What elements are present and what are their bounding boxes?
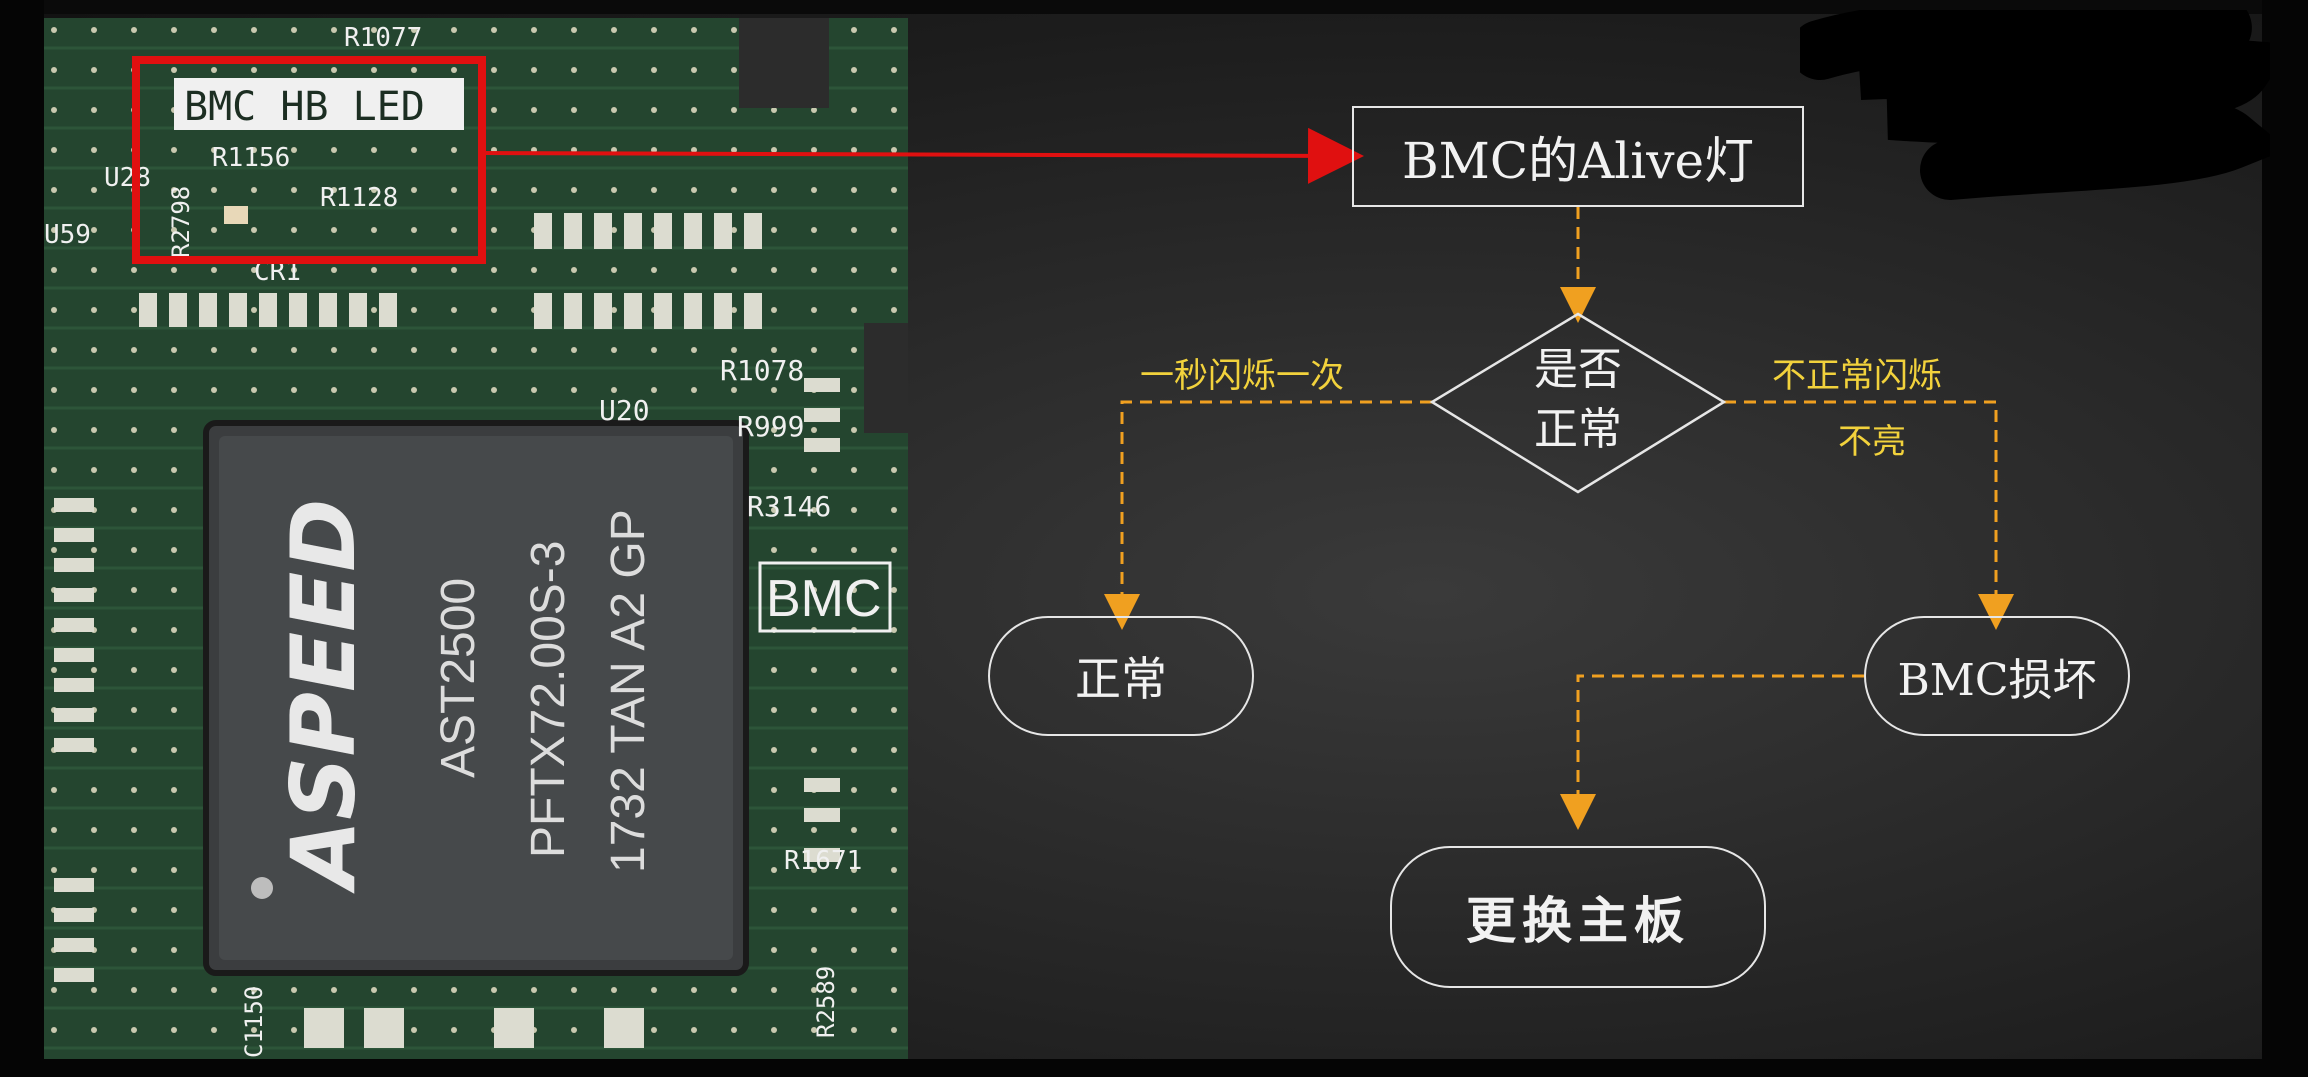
chip-line-2: PFTX72.00S-3 <box>522 541 575 858</box>
node-alive-light-label: BMC的Alive灯 <box>1401 131 1755 190</box>
silk-r1671: R1671 <box>784 846 862 876</box>
silk-u28: U28 <box>104 163 151 193</box>
decision-label-line-2: 正常 <box>1534 404 1622 455</box>
silk-r1078: R1078 <box>720 354 804 387</box>
edge-label-abnormal-blink: 不正常闪烁 <box>1772 356 1942 396</box>
silk-r2798: R2798 <box>167 186 195 258</box>
edge-broken-to-replace <box>1560 674 1864 830</box>
redaction-scribble <box>1800 10 2270 200</box>
silk-hb-led: BMC HB LED <box>184 84 425 130</box>
chip-model: AST2500 <box>432 578 485 778</box>
silk-r1156: R1156 <box>212 143 290 173</box>
silk-c1150: C1150 <box>240 986 268 1058</box>
node-bmc-broken-label: BMC损坏 <box>1897 655 2097 706</box>
pointer-arrow <box>481 127 1364 184</box>
chip-brand: ASPEED <box>272 499 375 894</box>
silk-r2589: R2589 <box>812 966 840 1038</box>
left-letterbox <box>0 0 44 1077</box>
node-bmc-broken: BMC损坏 <box>1864 616 2130 736</box>
pcb-photo: ASPEED AST2500 PFTX72.00S-3 1732 TAN A2 … <box>44 18 908 1059</box>
edge-decision-to-normal <box>1104 400 1432 630</box>
chip-line-3: 1732 TAN A2 GP <box>602 509 655 873</box>
edge-label-off: 不亮 <box>1838 422 1906 462</box>
silk-bmc: BMC <box>766 570 882 628</box>
silk-r3146: R3146 <box>747 490 831 523</box>
decision-label-line-1: 是否 <box>1534 344 1622 395</box>
node-normal-label: 正常 <box>1075 652 1167 706</box>
right-letterbox <box>2262 0 2308 1077</box>
pcb-illustration: ASPEED AST2500 PFTX72.00S-3 1732 TAN A2 … <box>44 18 908 1059</box>
silk-r999: R999 <box>737 410 804 443</box>
node-alive-light: BMC的Alive灯 <box>1352 106 1804 207</box>
decision-diamond <box>1429 312 1727 494</box>
node-replace-board: 更换主板 <box>1390 846 1766 988</box>
node-normal: 正常 <box>988 616 1254 736</box>
silk-u20: U20 <box>599 394 650 427</box>
top-letterbox <box>0 0 2308 14</box>
bottom-letterbox <box>0 1059 2308 1077</box>
edge-label-blink-once: 一秒闪烁一次 <box>1140 356 1344 396</box>
silk-u59: U59 <box>44 220 91 250</box>
silk-r1128: R1128 <box>320 183 398 213</box>
decision-label: 是否 正常 <box>1508 340 1648 460</box>
edge-decision-to-broken <box>1724 400 2014 630</box>
silk-r1077: R1077 <box>344 23 422 53</box>
node-replace-board-label: 更换主板 <box>1466 892 1690 950</box>
led-highlight-box <box>132 56 486 264</box>
